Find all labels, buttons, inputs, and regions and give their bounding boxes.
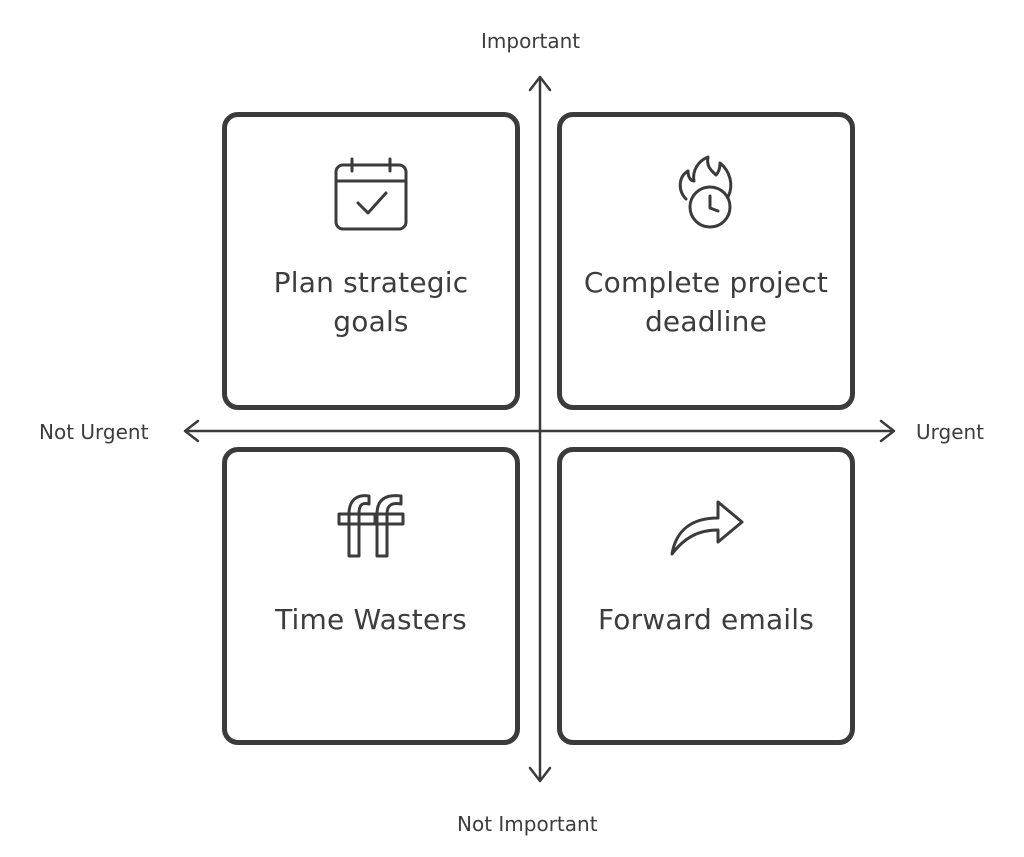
up-arrowhead — [528, 75, 552, 92]
left-arrowhead — [183, 419, 200, 443]
forward-arrow-icon — [670, 500, 744, 556]
calendar-check-icon — [334, 157, 408, 231]
ff-ligature-icon — [337, 494, 405, 558]
right-arrowhead — [879, 419, 896, 443]
axis-label-urgent: Urgent — [916, 420, 985, 444]
quadrant-top-left: Plan strategic goals — [222, 112, 520, 410]
axis-label-important: Important — [481, 29, 581, 53]
quadrant-label: Plan strategic goals — [273, 266, 469, 339]
axis-label-not-urgent: Not Urgent — [39, 420, 149, 444]
flame-clock-icon — [678, 155, 733, 229]
quadrant-bottom-left: Time Wasters — [222, 447, 520, 745]
quadrant-label: Time Wasters — [275, 603, 467, 636]
quadrant-bottom-right: Forward emails — [557, 447, 855, 745]
quadrant-label: Complete project deadline — [583, 266, 829, 339]
quadrant-top-right: Complete project deadline — [557, 112, 855, 410]
axis-label-not-important: Not Important — [457, 812, 598, 836]
quadrant-label: Forward emails — [597, 603, 815, 636]
down-arrowhead — [528, 766, 552, 783]
